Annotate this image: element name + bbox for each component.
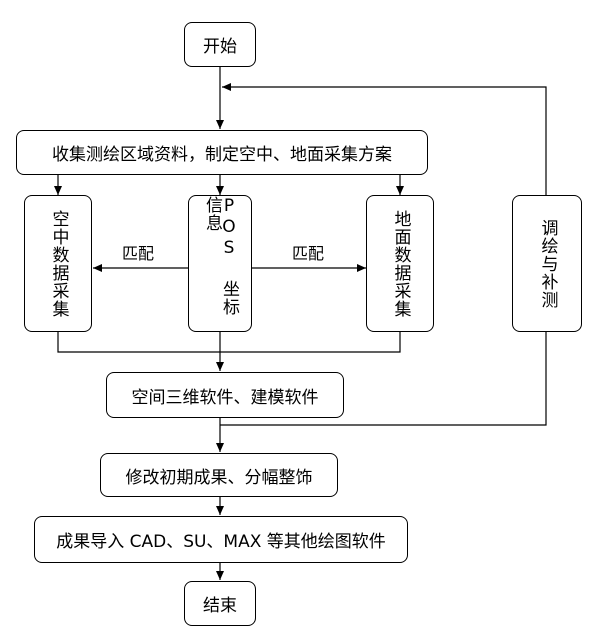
start-label: 开始 <box>203 37 237 57</box>
modify-node: 修改初期成果、分幅整饰 <box>100 453 338 497</box>
air-node: 空中数据采集 <box>24 195 92 332</box>
collect-label: 收集测绘区域资料，制定空中、地面采集方案 <box>52 145 392 165</box>
software-node: 空间三维软件、建模软件 <box>106 372 344 418</box>
end-node: 结束 <box>184 581 256 626</box>
merge-line <box>57 332 401 353</box>
loop-line-bottom <box>220 332 547 426</box>
pos-node: POS 坐标信息 <box>188 195 252 332</box>
arrow-loop-top <box>222 83 547 195</box>
end-label: 结束 <box>203 596 237 616</box>
export-label: 成果导入 CAD、SU、MAX 等其他绘图软件 <box>56 532 386 552</box>
match-left-label: 匹配 <box>122 244 155 263</box>
adjust-node: 调绘与补测 <box>512 195 582 332</box>
software-label: 空间三维软件、建模软件 <box>131 387 319 408</box>
match-right-label: 匹配 <box>292 244 325 263</box>
collect-node: 收集测绘区域资料，制定空中、地面采集方案 <box>16 130 428 175</box>
ground-label: 地面数据采集 <box>390 209 411 318</box>
export-node: 成果导入 CAD、SU、MAX 等其他绘图软件 <box>34 516 408 563</box>
start-node: 开始 <box>184 22 256 67</box>
modify-label: 修改初期成果、分幅整饰 <box>125 467 313 488</box>
pos-label: POS 坐标信息 <box>202 196 239 316</box>
ground-node: 地面数据采集 <box>366 195 434 332</box>
air-label: 空中数据采集 <box>48 209 69 318</box>
adjust-label: 调绘与补测 <box>537 218 558 309</box>
